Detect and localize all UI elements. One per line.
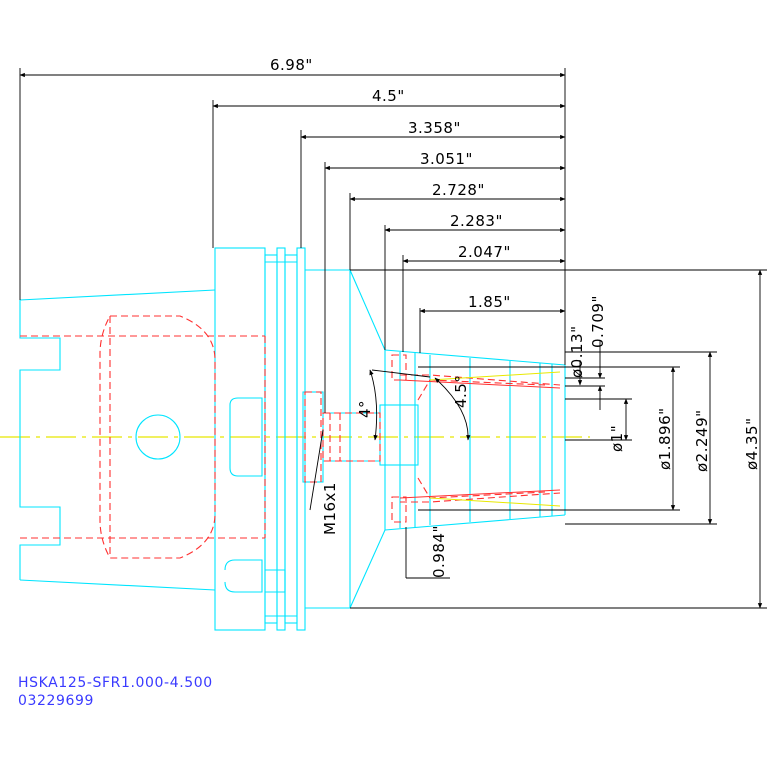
- dim-2728: 2.728": [432, 181, 485, 199]
- dim-1896: ø1.896": [656, 407, 674, 470]
- dim-overall-length: 6.98": [270, 56, 313, 74]
- dimension-lines: [19, 68, 767, 609]
- dim-45deg: 4.5°: [452, 375, 470, 408]
- hidden-lines: [20, 315, 561, 559]
- thread-callout: M16x1: [321, 482, 339, 535]
- dim-013: ø0.13": [568, 326, 586, 378]
- dim-3051: 3.051": [420, 150, 473, 168]
- dim-2249: ø2.249": [693, 409, 711, 472]
- dim-4deg: 4°: [356, 400, 374, 418]
- part-number: HSKA125-SFR1.000-4.500: [18, 675, 213, 691]
- dim-2283: 2.283": [450, 212, 503, 230]
- dim-3358: 3.358": [408, 119, 461, 137]
- dim-2047: 2.047": [458, 243, 511, 261]
- dim-0709: 0.709": [589, 295, 607, 348]
- dimension-labels: 6.98" 4.5" 3.358" 3.051" 2.728" 2.283" 2…: [270, 56, 761, 578]
- dim-gauge-length: 4.5": [372, 87, 405, 105]
- collet-taper-hidden: [399, 379, 561, 499]
- item-code: 03229699: [18, 693, 95, 709]
- dim-185: 1.85": [468, 293, 511, 311]
- dim-1: ø1": [608, 425, 626, 452]
- dim-0984: 0.984": [430, 525, 448, 578]
- dim-435: ø4.35": [743, 418, 761, 470]
